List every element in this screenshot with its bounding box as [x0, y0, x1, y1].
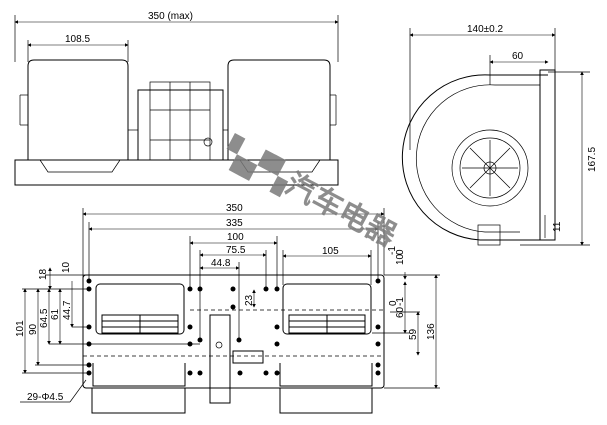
dim-side-small: 11	[552, 221, 563, 232]
dim-44-8: 44.8	[211, 258, 231, 269]
dim-100: 100	[227, 232, 244, 243]
dim-60-tol-lower: -1	[395, 297, 406, 306]
bottom-view	[20, 208, 440, 414]
dim-101: 101	[15, 320, 26, 337]
dim-18: 18	[38, 268, 49, 280]
dim-overall-width: 350 (max)	[148, 11, 193, 22]
dim-61: 61	[50, 308, 61, 320]
dim-90: 90	[28, 323, 39, 335]
dim-10-tol-upper: -1	[387, 246, 398, 255]
dim-59: 59	[408, 328, 419, 340]
dim-105: 105	[322, 246, 339, 257]
dim-75-5: 75.5	[226, 245, 246, 256]
dim-23: 23	[244, 294, 255, 306]
holes-callout: 29-Φ4.5	[27, 392, 64, 403]
dim-60-tol: 60	[395, 306, 406, 318]
dim-136: 136	[426, 323, 437, 340]
dim-side-width: 140±0.2	[467, 24, 504, 35]
front-view	[14, 15, 339, 186]
dim-10-tol-lower: 0	[395, 249, 406, 255]
dim-housing-width: 108.5	[65, 34, 90, 45]
dim-side-offset: 60	[512, 51, 524, 62]
side-view	[401, 28, 590, 246]
dim-60-tol-upper: 0	[388, 300, 399, 306]
dim-350: 350	[226, 203, 243, 214]
dim-side-height: 167.5	[587, 147, 598, 172]
dim-335: 335	[226, 218, 243, 229]
dim-10-tol: 10	[395, 253, 406, 265]
watermark-logo: ▚▞▚汽车电器	[217, 133, 403, 255]
dim-64-5: 64.5	[39, 308, 50, 328]
dim-44-7: 44.7	[62, 300, 73, 320]
dim-10: 10	[61, 261, 72, 273]
